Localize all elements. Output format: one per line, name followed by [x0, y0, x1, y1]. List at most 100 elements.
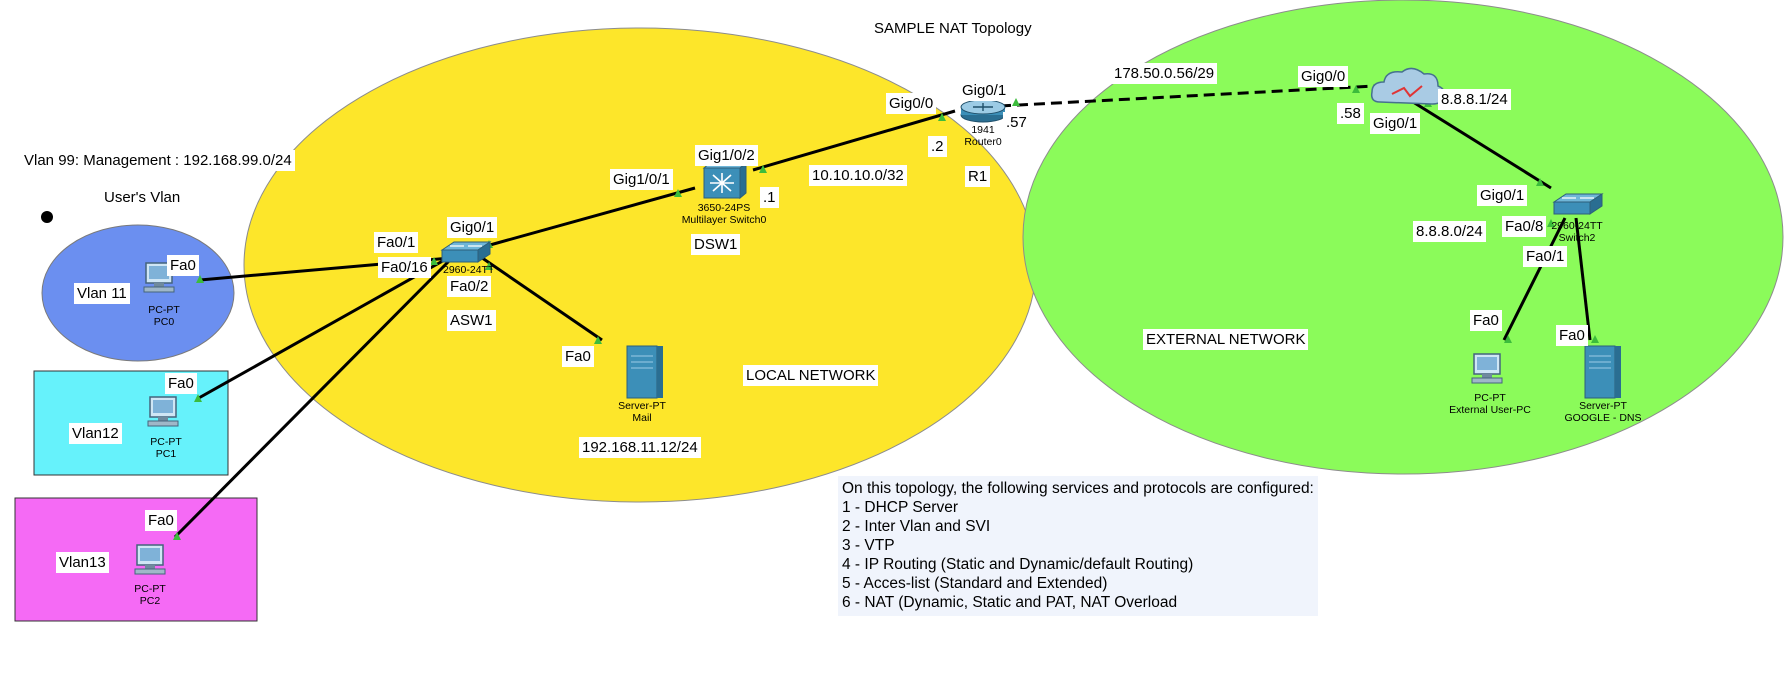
- port-marker: [173, 532, 181, 540]
- vlan12-label: Vlan12: [69, 423, 122, 444]
- ext-pc-type: PC-PT: [1474, 392, 1506, 404]
- vlan13-zone: [14, 497, 258, 622]
- pc1-fa0-label: Fa0: [165, 373, 197, 394]
- vlan-management-label: Vlan 99: Management : 192.168.99.0/24: [21, 150, 295, 171]
- pc0-name: PC0: [153, 316, 175, 328]
- pc2-name: PC2: [139, 595, 161, 607]
- notes-item: 6 - NAT (Dynamic, Static and PAT, NAT Ov…: [842, 594, 1178, 611]
- vlan13-label: Vlan13: [56, 552, 109, 573]
- mail-caption: Server-PT Mail: [612, 400, 672, 424]
- dns-caption: Server-PT GOOGLE - DNS: [1556, 400, 1650, 424]
- pc-icon[interactable]: [143, 262, 175, 293]
- cloud-gig0-0-label: Gig0/0: [1298, 66, 1349, 87]
- vlan12-zone: [33, 370, 229, 476]
- pc0-type: PC-PT: [148, 304, 180, 316]
- port-marker: [759, 165, 767, 173]
- sw2-gig0-1-label: Gig0/1: [1477, 185, 1528, 206]
- port-marker: [1591, 335, 1599, 343]
- mail-fa0-label: Fa0: [562, 346, 594, 367]
- sw2-caption: 2960-24TT Switch2: [1550, 220, 1604, 244]
- port-marker: [1012, 98, 1020, 106]
- ext-pc-caption: PC-PT External User-PC: [1440, 392, 1540, 416]
- r1-model: 1941: [971, 124, 995, 136]
- cloud-gig0-1-label: Gig0/1: [1370, 113, 1421, 134]
- sw2-model: 2960-24TT: [1551, 220, 1603, 232]
- ext-pc-name: External User-PC: [1449, 404, 1531, 416]
- server-icon[interactable]: [626, 345, 663, 399]
- sw2-name: Switch2: [1558, 232, 1596, 244]
- router-icon[interactable]: [960, 99, 1006, 123]
- dsw1-gig1-0-2-label: Gig1/0/2: [695, 145, 758, 166]
- cloud-side-address: .58: [1337, 103, 1364, 124]
- bullet-dot: [41, 211, 53, 223]
- port-marker: [1536, 178, 1544, 186]
- port-marker: [1352, 85, 1360, 93]
- p2p-network-label: 10.10.10.0/32: [809, 165, 907, 186]
- link-switch2-extpc: [1502, 217, 1567, 341]
- port-marker: [485, 262, 493, 270]
- pc-icon[interactable]: [1471, 353, 1503, 384]
- dsw1-name: DSW1: [691, 234, 741, 255]
- vlan11-label: Vlan 11: [74, 283, 130, 304]
- dsw1-caption: 3650-24PS Multilayer Switch0: [672, 202, 776, 226]
- r1-type: Router0: [964, 136, 1002, 148]
- r1-gig0-0-label: Gig0/0: [886, 93, 937, 114]
- port-marker: [594, 336, 602, 344]
- sw2-fa0-1-label: Fa0/1: [1523, 246, 1568, 267]
- r1-inside-address: .2: [928, 136, 947, 157]
- port-marker: [196, 275, 204, 283]
- asw1-fa0-16-label: Fa0/16: [378, 257, 431, 278]
- asw1-fa0-1-label: Fa0/1: [374, 232, 419, 253]
- server-icon[interactable]: [1584, 345, 1621, 399]
- port-marker: [674, 189, 682, 197]
- switch-icon[interactable]: [440, 241, 492, 263]
- dsw1-gig1-0-1-label: Gig1/0/1: [610, 169, 673, 190]
- link-r1-cloud: [999, 84, 1376, 108]
- pc2-type: PC-PT: [134, 583, 166, 595]
- pc0-caption: PC-PT PC0: [142, 304, 186, 328]
- pc-icon[interactable]: [147, 396, 179, 427]
- link-asw1-dsw1: [489, 186, 696, 247]
- link-pc2-asw1: [173, 258, 452, 539]
- port-marker: [194, 394, 202, 402]
- link-asw1-mail: [471, 249, 603, 342]
- notes-item: 1 - DHCP Server: [842, 499, 958, 516]
- mail-name: Mail: [632, 412, 652, 424]
- notes-item: 5 - Acces-list (Standard and Extended): [842, 575, 1108, 592]
- users-vlan-label: User's Vlan: [104, 189, 181, 206]
- pc1-name: PC1: [155, 448, 177, 460]
- configuration-notes: On this topology, the following services…: [838, 476, 1318, 616]
- link-pc1-asw1: [196, 256, 449, 401]
- pc0-fa0-label: Fa0: [167, 255, 199, 276]
- port-marker: [938, 113, 946, 121]
- local-network-label: LOCAL NETWORK: [743, 365, 879, 386]
- r1-outside-address: .57: [1003, 112, 1030, 133]
- pc2-caption: PC-PT PC2: [128, 583, 172, 607]
- pc1-caption: PC-PT PC1: [144, 436, 188, 460]
- asw1-model: 2960-24TT: [443, 264, 495, 276]
- link-dsw1-r1: [752, 109, 956, 172]
- link-switch2-dns: [1574, 217, 1592, 341]
- multilayer-switch-icon[interactable]: [702, 161, 748, 200]
- switch-icon[interactable]: [1552, 193, 1604, 215]
- mail-network-label: 192.168.11.12/24: [579, 437, 701, 458]
- diagram-title: SAMPLE NAT Topology: [874, 20, 1032, 37]
- asw1-name: ASW1: [447, 310, 496, 331]
- ext-pc-fa0-label: Fa0: [1470, 310, 1502, 331]
- r1-caption: 1941 Router0: [960, 124, 1006, 148]
- asw1-gig0-1-label: Gig0/1: [447, 217, 498, 238]
- dns-fa0-label: Fa0: [1556, 325, 1588, 346]
- r1-gig0-1-label: Gig0/1: [959, 80, 1010, 101]
- asw1-fa0-2-label: Fa0/2: [447, 276, 492, 297]
- r1-name: R1: [965, 166, 991, 187]
- link-cloud-switch2: [1404, 95, 1552, 190]
- port-marker: [430, 257, 438, 265]
- mail-type: Server-PT: [618, 400, 666, 412]
- sw2-fa0-8-label: Fa0/8: [1502, 216, 1547, 237]
- dns-name: GOOGLE - DNS: [1564, 412, 1642, 424]
- pc2-fa0-label: Fa0: [145, 510, 177, 531]
- external-network-label: EXTERNAL NETWORK: [1143, 329, 1309, 350]
- dsw1-type: Multilayer Switch0: [681, 214, 767, 226]
- pc-icon[interactable]: [134, 544, 166, 575]
